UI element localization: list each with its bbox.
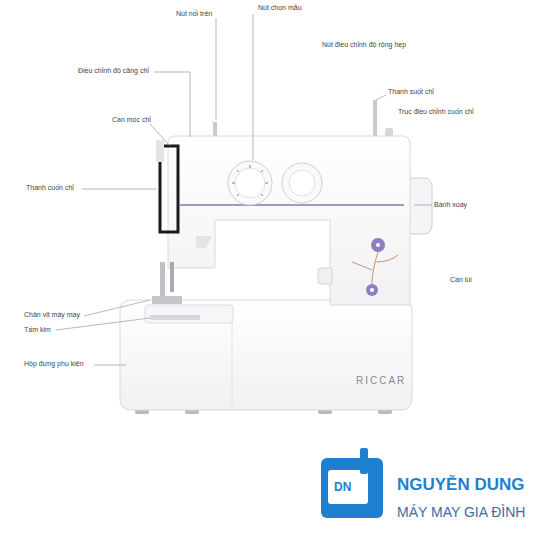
brand-name: RICCAR (356, 375, 406, 386)
part-name: Nút chọn mẫu (258, 4, 302, 12)
logo-name: NGUYỄN DUNG (397, 476, 525, 495)
part-name: Thanh suốt chỉ (388, 88, 434, 96)
part-name: Tấm kim (24, 326, 51, 334)
part-name: Trục điều chỉnh cuốn chỉ (398, 108, 474, 116)
part-name: Cần lùi (450, 276, 472, 284)
logo-mark: DN (334, 481, 351, 494)
part-name: Chân vịt máy may (24, 311, 80, 319)
part-name: Thanh cuốn chỉ (26, 184, 74, 192)
part-name: Điều chỉnh độ căng chỉ (78, 67, 149, 75)
part-name: Nút nối trên (176, 10, 212, 18)
part-name: Bánh xoay (434, 201, 467, 209)
part-name: Hộp đựng phụ kiện (24, 360, 84, 368)
part-name: Nút điều chỉnh độ rộng hẹp (322, 41, 406, 49)
part-name: Cần móc chỉ (112, 116, 151, 124)
logo-tagline: MÁY MAY GIA ĐÌNH (397, 505, 525, 520)
